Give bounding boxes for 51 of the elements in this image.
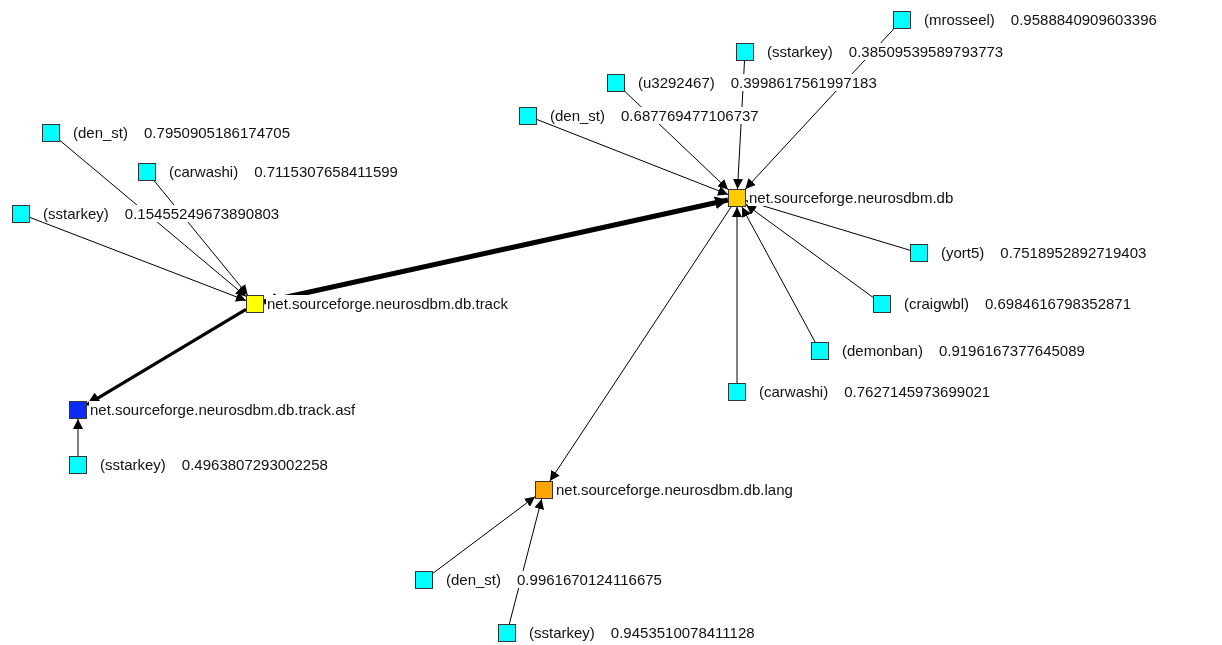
arrow [536,119,729,196]
arrow [549,206,732,482]
square-node [728,189,746,207]
square-node [535,481,553,499]
square-node [42,124,60,142]
square-node [69,456,87,474]
arrow [745,204,874,298]
user-label: (demonban) [841,342,924,359]
square-node [69,401,87,419]
square-node [415,571,433,589]
square-node [811,342,829,360]
arrow [73,418,83,457]
user-label: (sstarkey) [766,43,834,60]
square-node [607,74,625,92]
square-node [736,43,754,61]
score-label: 0.687769477106737 [620,107,760,124]
square-node [519,107,537,125]
package-label: net.sourceforge.neurosdbm.db.track.asf [89,401,357,418]
user-label: (mrosseel) [923,11,996,28]
square-node [498,624,516,642]
package-label: net.sourceforge.neurosdbm.db [748,189,955,206]
arrow [59,140,247,297]
user-label: (sstarkey) [99,456,167,473]
arrow [508,498,544,625]
package-label: net.sourceforge.neurosdbm.db.track [266,295,509,312]
package-label: net.sourceforge.neurosdbm.db.lang [555,481,794,498]
square-node [246,295,264,313]
score-label: 0.3998617561997183 [729,74,878,91]
score-label: 0.38509539589793773 [847,43,1005,60]
score-label: 0.9961670124116675 [516,571,663,588]
user-label: (den_st) [72,124,130,141]
square-node [728,383,746,401]
square-node [910,244,928,262]
square-node [138,163,156,181]
user-label: (yort5) [940,244,986,261]
arrow [732,206,742,384]
user-label: (carwashi) [758,383,830,400]
user-label: (sstarkey) [42,205,110,222]
arrow [741,206,816,343]
arrow [29,216,247,302]
score-label: 0.15455249673890803 [123,205,281,222]
square-node [893,11,911,29]
square-node [873,295,891,313]
user-label: (carwashi) [168,163,240,180]
user-label: (den_st) [445,571,503,588]
user-label: (craigwbl) [903,295,970,312]
square-node [12,205,30,223]
user-label: (u3292467) [637,74,716,91]
arrow [432,496,536,574]
user-label: (den_st) [549,107,607,124]
user-label: (sstarkey) [528,624,596,641]
